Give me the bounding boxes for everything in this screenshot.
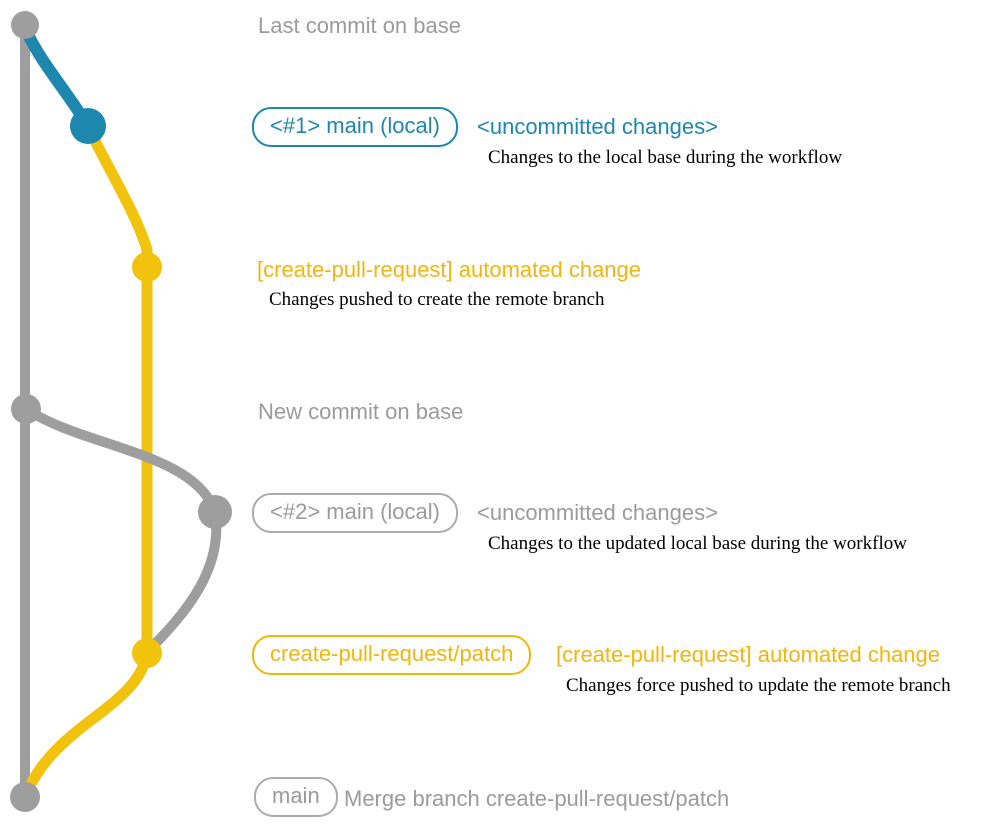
git-graph [10, 11, 232, 812]
patch-merge-edge [21, 647, 153, 798]
commit-node-patch-1 [132, 252, 162, 282]
commit-node-last-base [11, 11, 39, 39]
commit-node-local-main-2 [198, 495, 232, 529]
commit-message-uncommitted-1: <uncommitted changes> [477, 114, 718, 139]
branch-tag-patch: create-pull-request/patch [252, 635, 532, 676]
branch-tag-main-local-2: <#2> main (local) [252, 493, 458, 534]
commit-description-1: Changes to the local base during the wor… [488, 147, 843, 168]
commit-message-automated-1: [create-pull-request] automated change [257, 257, 642, 282]
commit-message-uncommitted-2: <uncommitted changes> [477, 500, 718, 525]
merge-commit-message: Merge branch create-pull-request/patch [344, 786, 730, 811]
commit-node-merge [10, 782, 40, 812]
branch-tag-main: main [254, 777, 338, 818]
patch-branch-line [82, 120, 153, 659]
branch-tag-main-local-1: <#1> main (local) [252, 107, 458, 148]
base-to-local-main-edge [21, 404, 222, 655]
last-commit-label: Last commit on base [258, 13, 461, 38]
commit-node-patch-2 [132, 638, 162, 668]
commit-description-2: Changes pushed to create the remote bran… [269, 289, 605, 310]
commit-description-4: Changes force pushed to update the remot… [566, 675, 951, 696]
commit-node-local-main-1 [70, 108, 106, 144]
new-commit-label: New commit on base [258, 399, 464, 424]
commit-description-3: Changes to the updated local base during… [488, 533, 907, 554]
commit-node-new-base [11, 394, 41, 424]
commit-message-automated-2: [create-pull-request] automated change [556, 642, 941, 667]
